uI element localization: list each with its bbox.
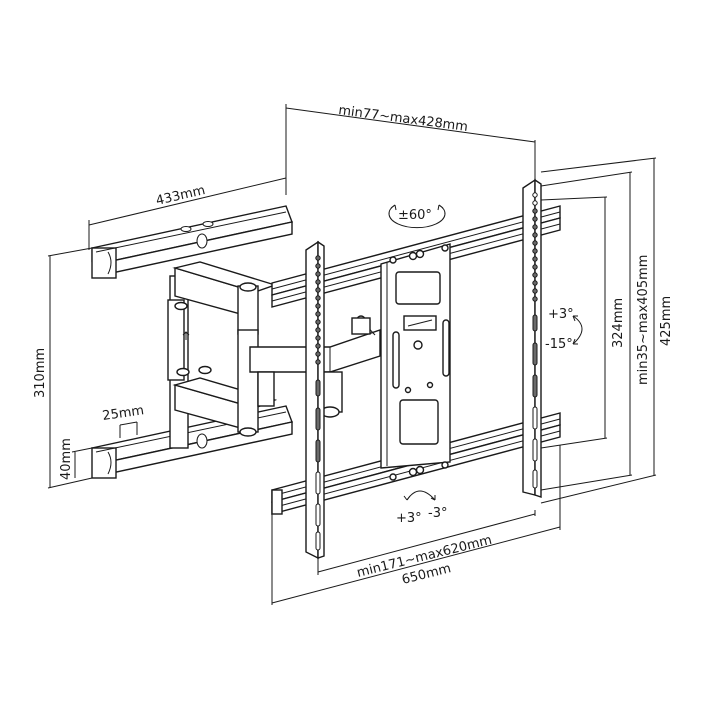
dimension-lines <box>47 104 657 605</box>
vesa-vertical-label: min35~max405mm <box>636 255 651 385</box>
tilt-down-label: -15° <box>545 337 573 352</box>
level-plus-label: +3° <box>396 511 422 526</box>
tv-bracket-height-label: 425mm <box>659 296 674 346</box>
level-minus-label: -3° <box>428 506 447 521</box>
wall-plate <box>91 205 293 479</box>
level-arrow-icon <box>403 490 436 501</box>
articulating-arms <box>172 261 381 437</box>
wall-rail-spacing-label: 25mm <box>101 403 145 424</box>
tilt-up-label: +3° <box>548 307 574 322</box>
right-strap-holes <box>532 192 538 489</box>
swivel-label: ±60° <box>398 208 432 223</box>
rail-spacing-label: 324mm <box>611 298 626 348</box>
tilt-arrow-icon <box>572 315 583 345</box>
center-tv-plate <box>380 243 451 481</box>
wall-rail-height-label: 40mm <box>59 438 74 480</box>
left-strap-holes <box>315 255 321 551</box>
wall-plate-height-label: 310mm <box>33 348 48 398</box>
wall-plate-width-label: 433mm <box>155 183 207 209</box>
swivel-arrow-icon <box>388 204 446 229</box>
arm-extension-label: min77~max428mm <box>337 103 468 135</box>
